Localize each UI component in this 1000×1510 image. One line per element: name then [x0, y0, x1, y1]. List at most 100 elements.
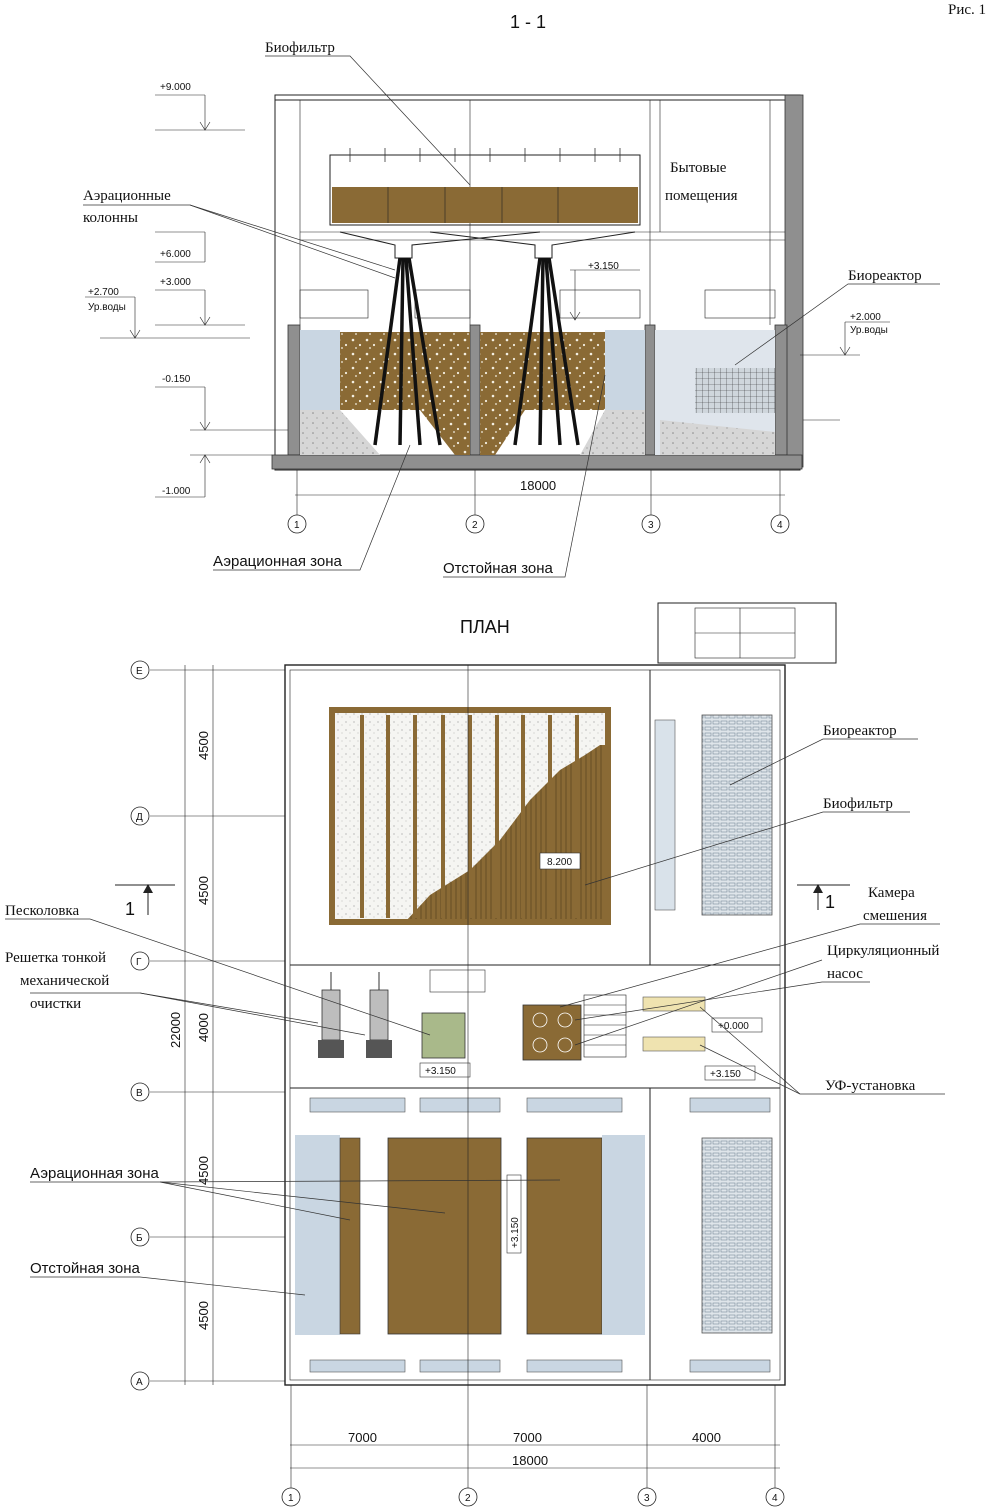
section-title: 1 - 1: [510, 12, 546, 32]
leader-aeration-zone-plan-3: [159, 1179, 561, 1183]
right-outer-wall: [784, 94, 804, 468]
total-width-dim: 18000: [512, 1453, 548, 1468]
plan-view: ПЛАН 8.200: [5, 602, 945, 1507]
bioreactor-floor: [660, 420, 775, 455]
leader-sand-trap: [5, 918, 431, 1036]
sprinkler-row: [349, 148, 621, 162]
row-dim-3: 4000: [196, 1013, 211, 1042]
section-axis-2: 2: [465, 470, 485, 534]
tank-wall-3: [644, 324, 656, 456]
railing: [559, 289, 641, 319]
label-aeration-columns-2: колонны: [83, 210, 138, 226]
leader-aeration-columns-2: [189, 204, 396, 271]
sand-trap-plan: [421, 1012, 466, 1059]
bioreactor-plan-top: [701, 714, 773, 916]
mark-3150-left-box: [419, 1062, 471, 1078]
label-settling-zone-plan: Отстойная зона: [30, 1260, 141, 1277]
row-dim-2: 4500: [196, 876, 211, 905]
hopper-right: [580, 410, 645, 455]
col-dim-1: 7000: [348, 1430, 377, 1445]
leader-mixing-chamber: [559, 923, 940, 1008]
elevation-2000: +2.000: [850, 312, 881, 323]
label-biofilter-plan: Биофильтр: [823, 796, 893, 812]
svg-text:1: 1: [825, 892, 835, 912]
railing: [704, 289, 776, 319]
mark-8200: 8.200: [547, 857, 572, 868]
label-mixing-chamber-1: Камера: [868, 885, 915, 901]
leader-bioreactor-section: [734, 283, 940, 366]
row-axis-G: Г: [130, 951, 285, 971]
col-dim-2: 7000: [513, 1430, 542, 1445]
middle-staircase: [583, 994, 627, 1058]
plan-col-axis-2: 2: [458, 665, 478, 1507]
section-axis-4: 4: [770, 470, 790, 534]
uv-unit-plan: [642, 996, 706, 1012]
aeration-zone-plan-narrow: [339, 1137, 361, 1335]
mark-3150-right: +3.150: [710, 1069, 741, 1080]
elevation-3000: +3.000: [160, 277, 191, 288]
svg-text:Е: Е: [136, 666, 143, 677]
settling-zone-plan-right: [602, 1135, 645, 1335]
section-axis-3: 3: [641, 470, 661, 534]
row-dim-4: 4500: [196, 1156, 211, 1185]
mark-3150-right-box: [704, 1065, 756, 1081]
leader-biofilter: [265, 55, 471, 186]
biofilter-box: [329, 154, 641, 226]
bioreactor-plan-bottom: [701, 1137, 773, 1334]
settling-zone-plan-left: [295, 1135, 340, 1335]
svg-text:Г: Г: [136, 957, 142, 968]
figure-label: Рис. 1: [948, 2, 986, 18]
section-mark-left: 1: [115, 884, 175, 919]
svg-text:2: 2: [472, 520, 478, 531]
label-screen-2: механической: [20, 973, 109, 989]
label-screen-1: Решетка тонкой: [5, 950, 106, 966]
biofilter-media-plan: [405, 745, 606, 922]
mark-8200-box: [539, 852, 581, 870]
tank-wall-middle: [469, 324, 481, 456]
col-dim-3: 4000: [692, 1430, 721, 1445]
settling-water-left: [300, 330, 340, 410]
mark-3150-vertical-box: [506, 1174, 522, 1254]
section-axis-1: 1: [287, 470, 307, 534]
tank-wall-right: [774, 324, 788, 456]
leader-aeration-zone-plan-2: [159, 1181, 446, 1214]
elevation-minus-0150: -0.150: [162, 374, 191, 385]
plan-col-axis-4: 4: [765, 1385, 785, 1507]
elevation-2700: +2.700: [88, 287, 119, 298]
label-aeration-zone-plan: Аэрационная зона: [30, 1165, 160, 1182]
label-circ-pump-2: насос: [827, 966, 863, 982]
label-screen-3: очистки: [30, 996, 81, 1012]
row-dim-5: 4500: [196, 1301, 211, 1330]
aeration-zone-plan-right: [526, 1137, 603, 1335]
svg-text:2: 2: [465, 1493, 471, 1504]
label-aeration-columns-1: Аэрационные: [83, 188, 171, 204]
tank-bottom-slab: [271, 454, 803, 470]
elevation-6000: +6.000: [160, 249, 191, 260]
plan-building-outline: [284, 664, 786, 1386]
label-bioreactor-plan: Биореактор: [823, 723, 897, 739]
row-axis-D: Д: [130, 806, 285, 826]
leader-aeration-zone-section: [213, 444, 411, 571]
biofilter-media: [332, 187, 638, 223]
label-uv-unit: УФ-установка: [825, 1078, 916, 1094]
leader-circ-pump-2: [574, 959, 823, 1046]
leader-bioreactor-plan: [729, 738, 918, 786]
water-level-left: Ур.воды: [88, 302, 126, 313]
row-dim-1: 4500: [196, 731, 211, 760]
label-household-1: Бытовые: [670, 160, 727, 176]
svg-text:4: 4: [777, 520, 783, 531]
circ-pump-icon: [557, 1037, 573, 1053]
label-mixing-chamber-2: смешения: [863, 908, 927, 924]
aeration-columns: [373, 257, 580, 446]
total-height-dim: 22000: [168, 1012, 183, 1048]
elevation-minus-1000: -1.000: [162, 486, 191, 497]
svg-text:Д: Д: [136, 812, 143, 823]
leader-settling-zone-plan: [30, 1276, 306, 1296]
window-strips: [309, 1097, 771, 1373]
plan-title: ПЛАН: [460, 617, 510, 637]
fine-screens: [318, 972, 392, 1058]
plan-col-axis-1: 1: [281, 1385, 301, 1507]
plan-col-axis-3: 3: [637, 1385, 657, 1507]
svg-text:1: 1: [125, 899, 135, 919]
svg-text:3: 3: [648, 520, 654, 531]
